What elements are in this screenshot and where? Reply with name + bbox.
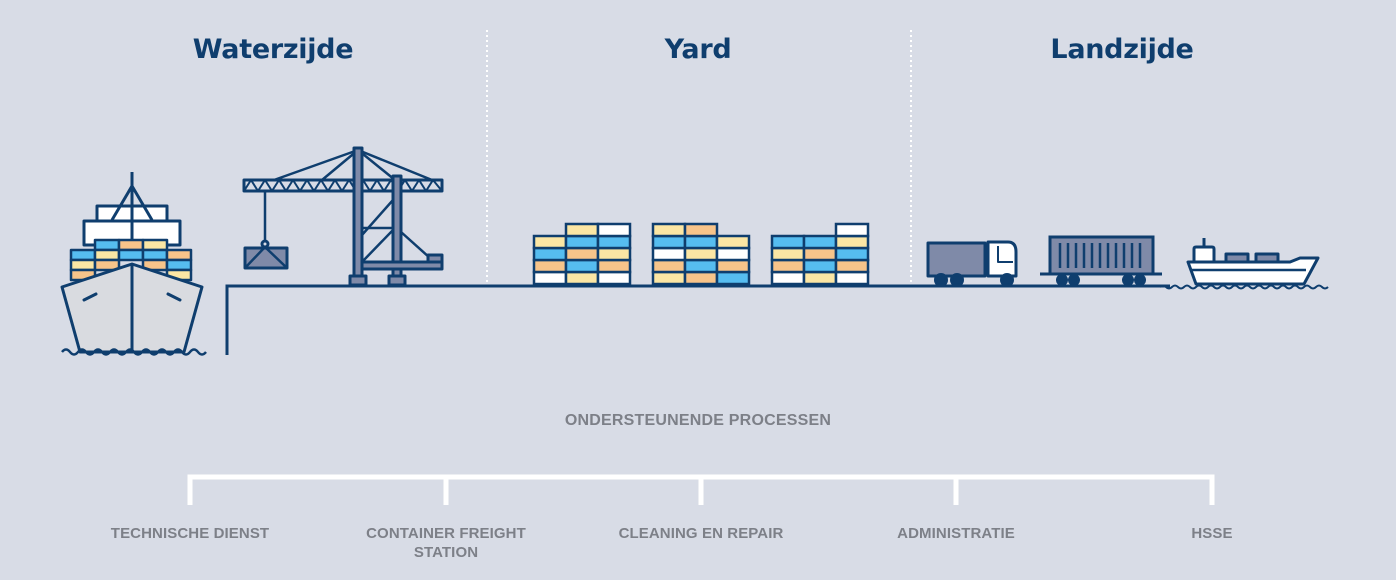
- container: [770, 234, 806, 250]
- container: [834, 222, 870, 238]
- container: [596, 222, 632, 238]
- container: [683, 270, 719, 286]
- barge-icon: [1186, 238, 1320, 286]
- container: [651, 234, 687, 250]
- truck-icon: [926, 240, 1018, 287]
- process-bracket: [187, 474, 1215, 505]
- zone-heading-waterzijde: Waterzijde: [192, 34, 354, 65]
- container: [564, 258, 600, 274]
- container: [802, 258, 838, 274]
- process-label: CLEANING EN REPAIR: [618, 525, 784, 542]
- container: [770, 258, 806, 274]
- container: [683, 222, 719, 238]
- container: [532, 258, 568, 274]
- container: [651, 258, 687, 274]
- supporting-processes-title: ONDERSTEUNENDE PROCESSEN: [564, 412, 832, 429]
- container: [683, 246, 719, 262]
- container: [802, 270, 838, 286]
- container: [532, 270, 568, 286]
- container: [651, 222, 687, 238]
- container: [596, 270, 632, 286]
- container: [834, 246, 870, 262]
- quay-crane-icon: [242, 146, 444, 287]
- container: [564, 246, 600, 262]
- zone-heading-landzijde: Landzijde: [1050, 34, 1194, 65]
- water-waves: [1159, 284, 1329, 290]
- container: [802, 246, 838, 262]
- container: [651, 246, 687, 262]
- container: [834, 270, 870, 286]
- container: [834, 258, 870, 274]
- quay-line: [225, 284, 1170, 355]
- container-stack-icon: [770, 222, 870, 286]
- container: [715, 258, 751, 274]
- container: [564, 270, 600, 286]
- container: [596, 258, 632, 274]
- container: [715, 246, 751, 262]
- container: [532, 234, 568, 250]
- process-label: HSSE: [1191, 525, 1233, 542]
- container-stack-icon: [532, 222, 632, 286]
- process-label: CONTAINER FREIGHT STATION: [366, 525, 526, 561]
- container: [715, 270, 751, 286]
- process-label: ADMINISTRATIE: [897, 525, 1015, 542]
- container: [834, 234, 870, 250]
- container: [770, 270, 806, 286]
- container: [596, 246, 632, 262]
- container-stack-icon: [651, 222, 751, 286]
- zone-heading-yard: Yard: [664, 34, 732, 65]
- container: [564, 234, 600, 250]
- container: [564, 222, 600, 238]
- container: [715, 234, 751, 250]
- container: [770, 246, 806, 262]
- container: [683, 258, 719, 274]
- process-label: TECHNISCHE DIENST: [110, 525, 270, 542]
- container: [532, 246, 568, 262]
- container: [651, 270, 687, 286]
- container: [802, 234, 838, 250]
- container: [683, 234, 719, 250]
- container: [596, 234, 632, 250]
- container-ship-icon: [60, 172, 207, 356]
- rail-wagon-icon: [1040, 235, 1162, 286]
